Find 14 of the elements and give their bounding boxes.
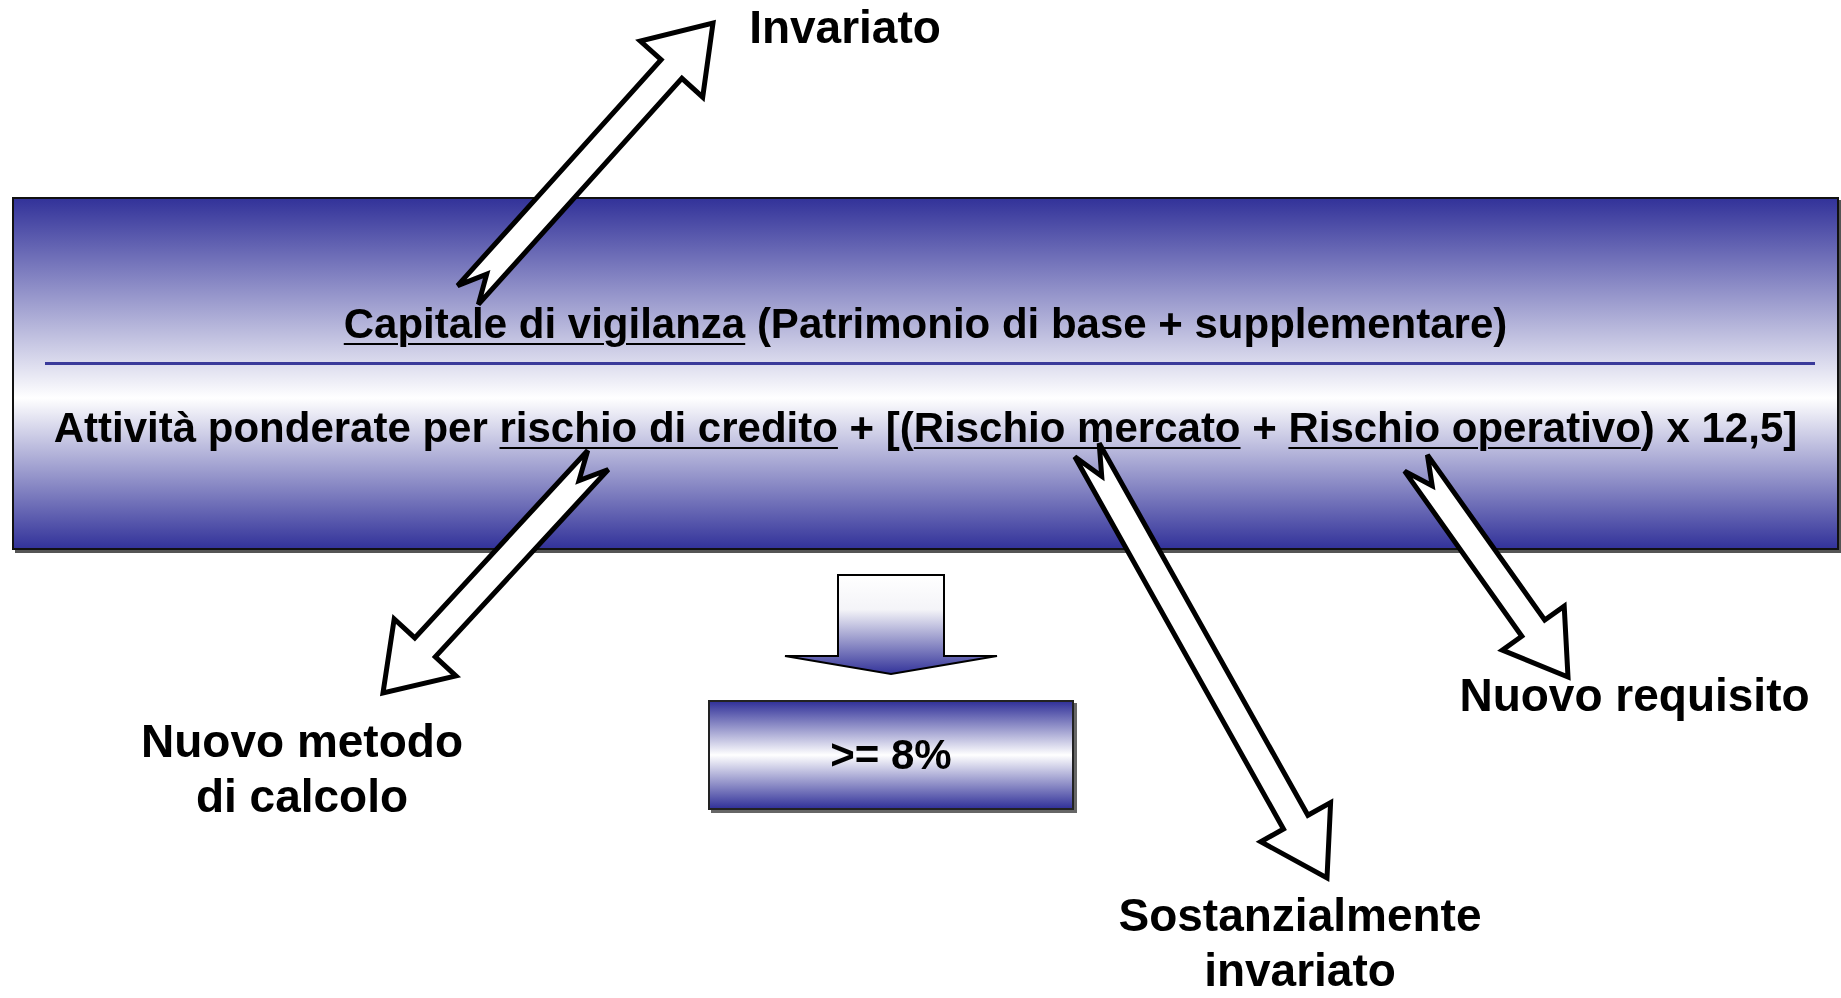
formula-text: Attività ponderate per rischio di credito + [(Rischio mercato + Rischio operativo) x 12,5]	[52, 404, 1799, 452]
formula-band	[12, 197, 1839, 550]
note-text: Nuovo metodo di calcolo	[122, 714, 482, 824]
heading-text: Capitale di vigilanza (Patrimonio di base + supplementare)	[342, 300, 1509, 348]
block-arrow	[455, 19, 716, 307]
block-arrow	[1402, 452, 1571, 681]
note-text: Nuovo requisito	[1437, 668, 1832, 723]
block-arrow	[379, 448, 611, 697]
note-text: Invariato	[735, 0, 955, 55]
result-text: >= 8%	[830, 731, 952, 779]
block-arrow	[784, 574, 998, 675]
result-box	[708, 700, 1074, 810]
note-text: Sostanzialmente invariato	[1090, 888, 1510, 998]
block-arrow	[1072, 440, 1334, 883]
